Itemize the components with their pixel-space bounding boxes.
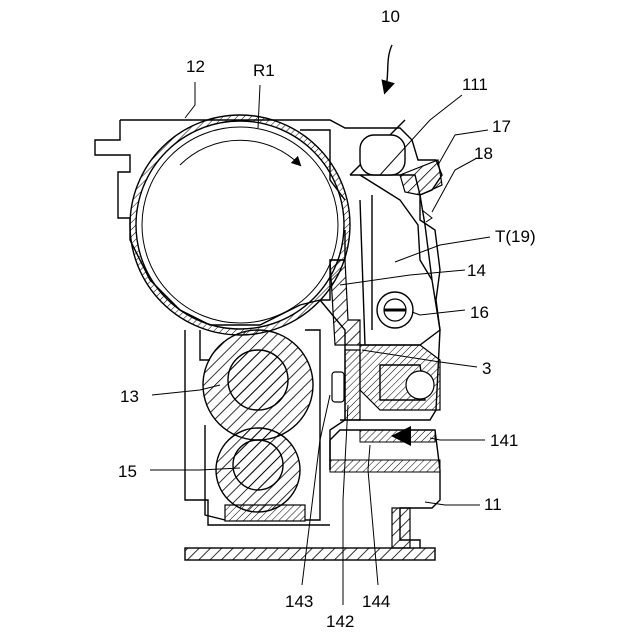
lower-chamber [360,345,440,410]
label-T19: T(19) [495,227,536,246]
base-plate [185,508,435,560]
label-142: 142 [326,612,354,631]
supply-roller [216,428,305,521]
label-18: 18 [474,144,493,163]
label-144: 144 [362,592,390,611]
label-15: 15 [118,462,137,481]
seal-member [332,372,344,402]
corner-seal [400,160,442,222]
label-10: 10 [381,7,400,26]
label-13: 13 [120,387,139,406]
label-11: 11 [484,495,502,514]
photoconductor-drum [130,115,350,335]
label-111: 111 [462,75,488,94]
flow-arrow [360,430,435,442]
label-3: 3 [482,359,491,378]
label-16: 16 [470,303,489,322]
label-141: 141 [490,431,518,450]
label-143: 143 [285,592,313,611]
label-12: 12 [186,57,205,76]
label-R1: R1 [253,61,275,80]
label-17: 17 [492,117,511,136]
agitator [377,292,413,328]
reference-arrow-10 [385,45,392,92]
label-14: 14 [467,261,486,280]
